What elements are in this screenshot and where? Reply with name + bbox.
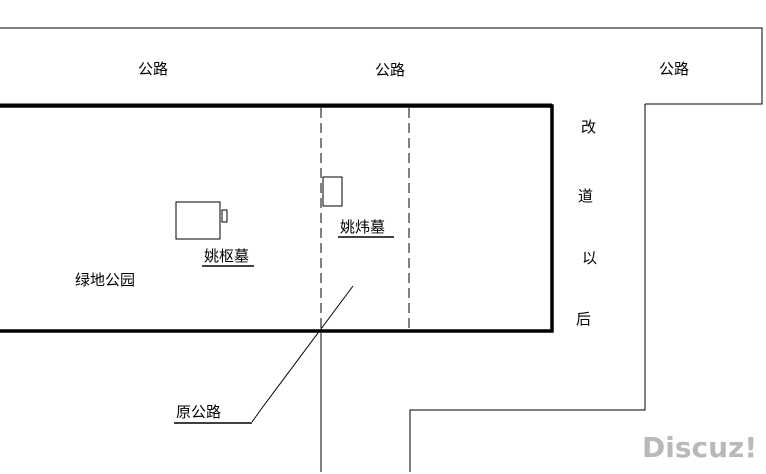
green-park-label: 绿地公园 xyxy=(75,271,136,289)
road-label-right: 公路 xyxy=(659,60,690,78)
reroute-char-3: 以 xyxy=(582,249,598,267)
old-road-label: 原公路 xyxy=(176,403,222,421)
reroute-char-4: 后 xyxy=(576,310,592,328)
reroute-char-1: 改 xyxy=(581,118,597,136)
top-road-outline xyxy=(0,27,763,105)
tomb-yao-wei-marker xyxy=(322,176,343,207)
tomb-yao-wei-label: 姚炜墓 xyxy=(340,218,386,236)
road-label-center: 公路 xyxy=(375,61,406,79)
tomb-yao-shu-marker xyxy=(175,201,221,240)
tomb-yao-shu-small-marker xyxy=(221,209,228,223)
rerouted-road-outer-edge xyxy=(409,104,646,472)
reroute-char-2: 道 xyxy=(578,187,594,205)
old-road-leader xyxy=(251,285,354,423)
tomb-yao-shu-label: 姚枢墓 xyxy=(204,247,250,265)
cemetery-boundary xyxy=(0,104,554,333)
road-label-left: 公路 xyxy=(138,60,169,78)
watermark: Discuz! xyxy=(642,431,758,464)
